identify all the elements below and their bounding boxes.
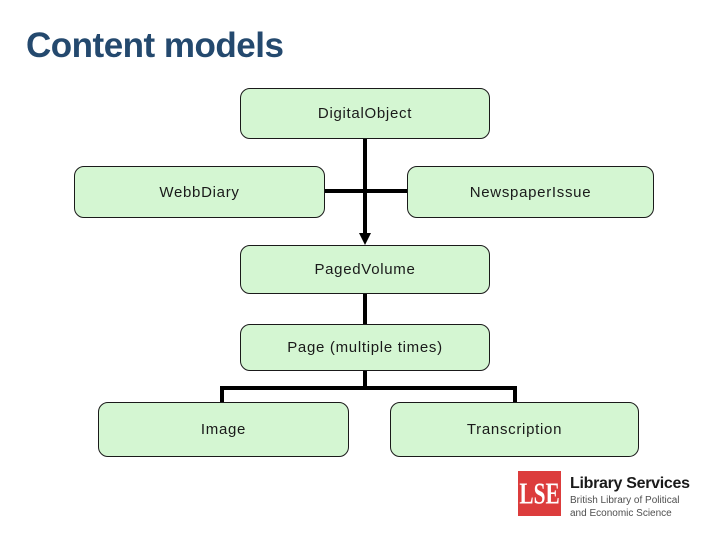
node-newspaper-issue-label: NewspaperIssue [469,183,592,201]
arrowhead-into-pagedvolume [359,233,371,245]
lse-logo-mark: LSE [518,471,561,516]
lse-logo: LSE Library Services British Library of … [518,471,690,519]
node-paged-volume-label: PagedVolume [314,261,416,278]
connector-branch-horizontal [220,386,517,390]
node-page: Page (multiple times) [240,324,490,371]
node-digital-object: DigitalObject [240,88,490,139]
node-webb-diary-label: WebbDiary [159,183,240,201]
connector-drop-transcription [513,386,517,402]
connector-webbdiary-newspaperissue [325,189,407,193]
connector-page-down-stub [363,371,367,388]
node-page-label: Page (multiple times) [287,339,443,356]
connector-pagedvolume-page [363,294,367,324]
lse-logo-text: Library Services British Library of Poli… [570,471,690,519]
node-transcription-label: Transcription [466,421,563,438]
node-webb-diary: WebbDiary [74,166,325,218]
node-image: Image [98,402,349,457]
node-paged-volume: PagedVolume [240,245,490,294]
node-image-label: Image [200,421,247,438]
node-transcription: Transcription [390,402,639,457]
lse-logo-title: Library Services [570,475,690,492]
lse-logo-acronym: LSE [519,475,560,511]
page-title: Content models [26,26,284,65]
node-digital-object-label: DigitalObject [317,105,413,122]
lse-logo-subtitle-line1: British Library of Political [570,495,680,506]
connector-digitalobject-down [363,139,367,233]
node-newspaper-issue: NewspaperIssue [407,166,654,218]
lse-logo-subtitle-line2: and Economic Science [570,508,672,519]
connector-drop-image [220,386,224,402]
